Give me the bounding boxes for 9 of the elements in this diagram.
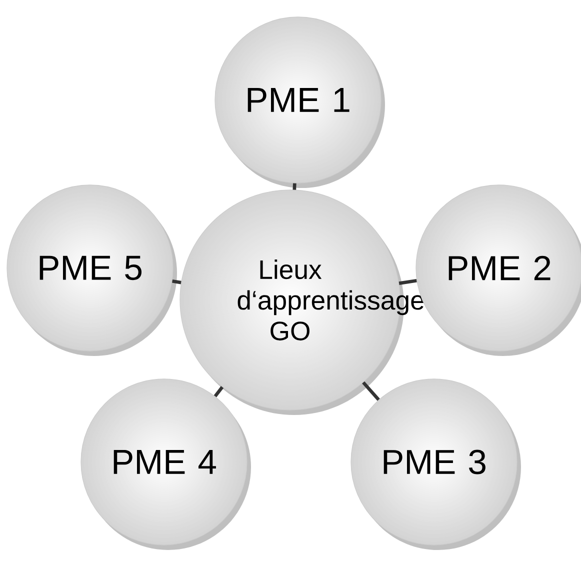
circle-node: PME 3: [350, 378, 518, 546]
connector-line: [292, 183, 296, 190]
connector-line: [398, 278, 417, 285]
circle-node: PME 1: [214, 16, 382, 184]
connector-line: [214, 386, 224, 398]
circle-node: PME 5: [6, 184, 174, 352]
connector-line: [362, 381, 380, 401]
circle-node: PME 4: [80, 378, 248, 546]
connector-line: [172, 280, 182, 284]
